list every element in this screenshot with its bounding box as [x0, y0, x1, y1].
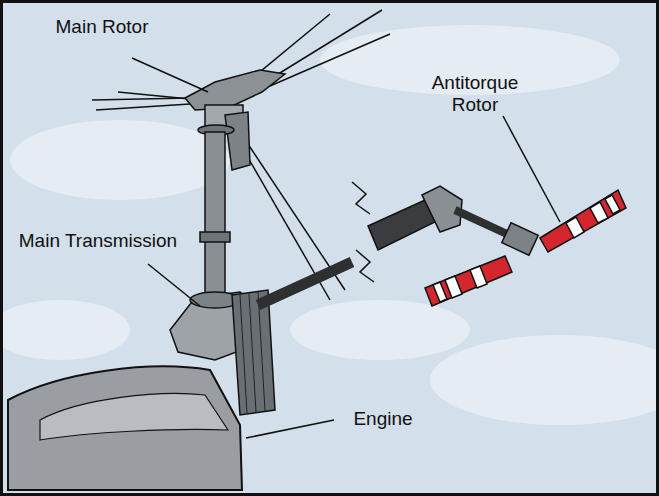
- leader-line: [132, 58, 560, 438]
- part-label: Main Rotor: [52, 16, 152, 38]
- part-label: Engine: [338, 408, 428, 430]
- part-label: Antitorque Rotor: [410, 72, 540, 116]
- part-label: Main Transmission: [18, 230, 178, 252]
